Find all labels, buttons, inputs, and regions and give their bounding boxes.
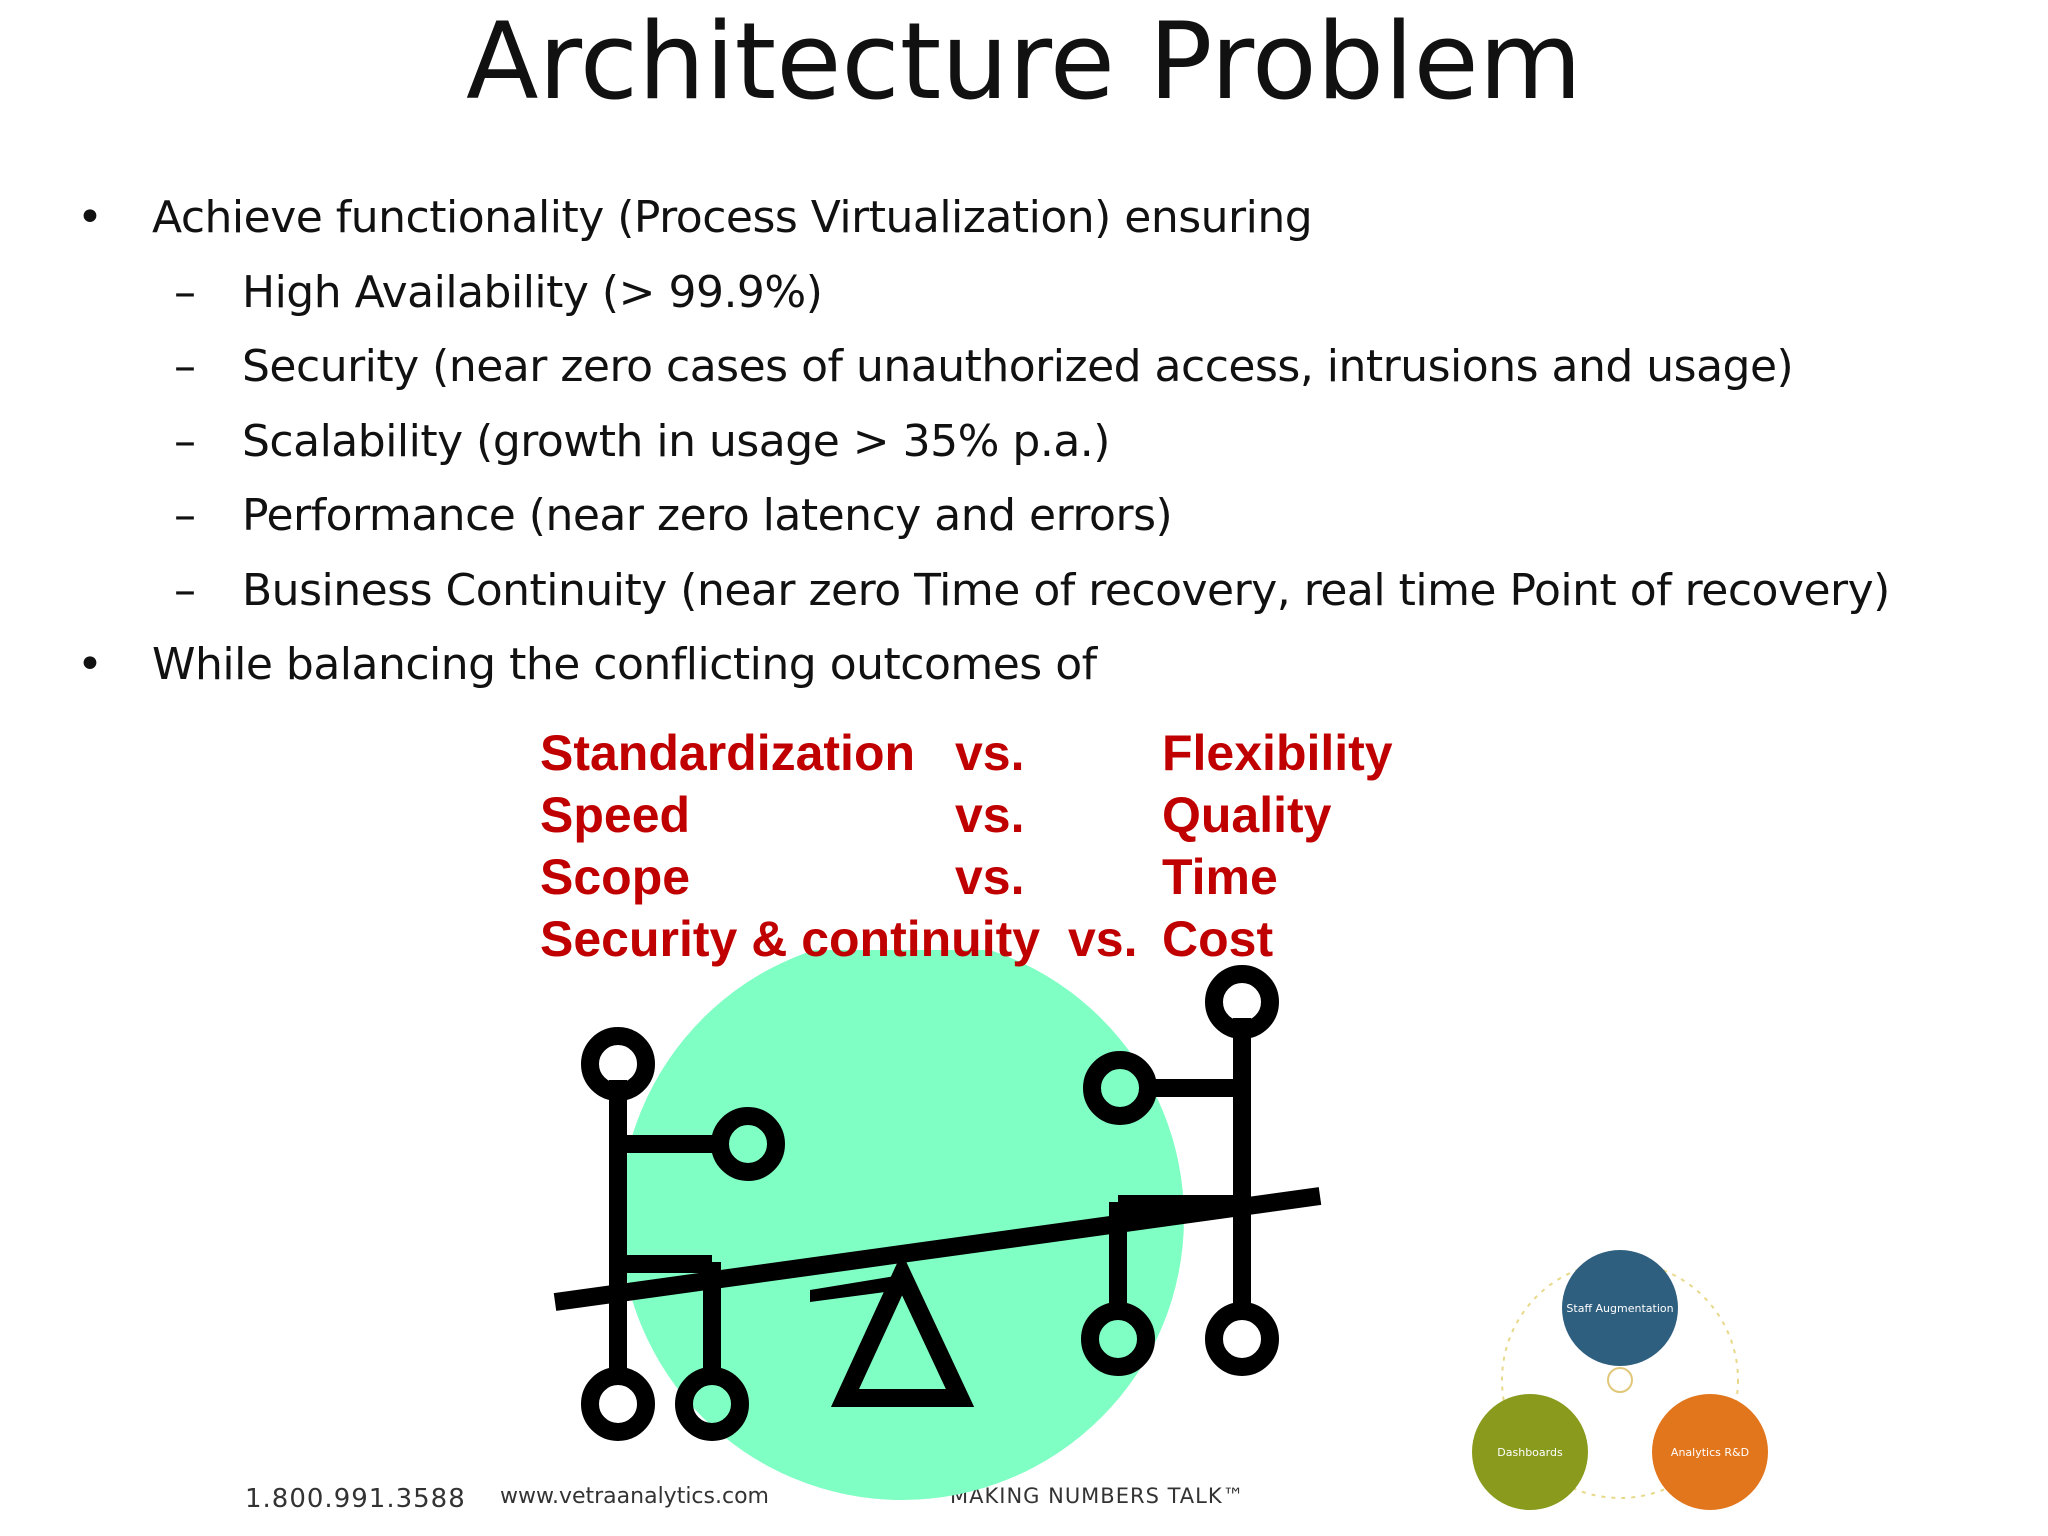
logo-node-circle bbox=[1562, 1250, 1678, 1366]
footer-tagline: MAKING NUMBERS TALK™ bbox=[950, 1484, 1245, 1508]
tradeoff-right: Quality bbox=[1162, 787, 1332, 843]
bullet-marker: – bbox=[174, 490, 196, 541]
tradeoff-vs: vs. bbox=[955, 787, 1025, 843]
bullet-marker: – bbox=[174, 341, 196, 392]
seesaw-balance-icon bbox=[553, 950, 1322, 1500]
slide-title: Architecture Problem bbox=[465, 0, 1582, 123]
tradeoff-right: Time bbox=[1162, 849, 1278, 905]
node-right-branch bbox=[1083, 1051, 1157, 1125]
tradeoff-vs: vs. bbox=[955, 725, 1025, 781]
logo-node: Staff Augmentation bbox=[1562, 1250, 1678, 1366]
logo-node: Dashboards bbox=[1472, 1394, 1588, 1510]
bullet-marker: – bbox=[174, 415, 196, 467]
right-base-block bbox=[1118, 1196, 1242, 1226]
logo-node-label: Staff Augmentation bbox=[1566, 1302, 1673, 1315]
bullet-text: Security (near zero cases of unauthorize… bbox=[242, 341, 1794, 392]
logo-node-label: Analytics R&D bbox=[1671, 1446, 1749, 1459]
bullet-text: High Availability (> 99.9%) bbox=[242, 266, 823, 318]
node-left-bottom-b bbox=[675, 1367, 749, 1441]
footer-phone: 1.800.991.3588 bbox=[245, 1484, 466, 1514]
node-left-bottom-a bbox=[581, 1367, 655, 1441]
bullet-text: Performance (near zero latency and error… bbox=[242, 490, 1173, 541]
node-left-top bbox=[581, 1027, 655, 1101]
tradeoff-left: Speed bbox=[540, 787, 691, 843]
logo-node-label: Dashboards bbox=[1497, 1446, 1563, 1459]
footer-website[interactable]: www.vetraanalytics.com bbox=[500, 1484, 769, 1509]
bullet-marker: • bbox=[77, 639, 103, 690]
bullet-marker: • bbox=[77, 192, 103, 243]
tradeoff-left: Standardization bbox=[540, 725, 916, 781]
bullet-text: Scalability (growth in usage > 35% p.a.) bbox=[242, 415, 1110, 467]
sub-bullet-item: –Performance (near zero latency and erro… bbox=[174, 488, 1173, 544]
logo-node-circle bbox=[1652, 1394, 1768, 1510]
node-right-bottom-b bbox=[1205, 1302, 1279, 1376]
bullet-text: While balancing the conflicting outcomes… bbox=[152, 639, 1097, 690]
tradeoff-right: Flexibility bbox=[1162, 725, 1393, 781]
tradeoff-vs: vs. bbox=[1068, 911, 1138, 967]
logo-node-circle bbox=[1472, 1394, 1588, 1510]
sub-bullet-item: –High Availability (> 99.9%) bbox=[174, 265, 823, 321]
sub-bullet-item: –Scalability (growth in usage > 35% p.a.… bbox=[174, 414, 1110, 470]
tradeoff-left: Scope bbox=[540, 849, 691, 905]
bullet-text: Business Continuity (near zero Time of r… bbox=[242, 564, 1890, 616]
node-right-top bbox=[1205, 965, 1279, 1039]
left-base-block bbox=[810, 1276, 900, 1302]
bullet-marker: – bbox=[174, 266, 196, 318]
seesaw-fulcrum bbox=[830, 1252, 975, 1407]
sub-bullet-item: –Business Continuity (near zero Time of … bbox=[174, 563, 1890, 619]
tradeoff-vs: vs. bbox=[955, 849, 1025, 905]
bullet-marker: – bbox=[174, 564, 196, 616]
bullet-item: • Achieve functionality (Process Virtuali… bbox=[77, 190, 1313, 246]
logo-center-icon bbox=[1607, 1367, 1633, 1393]
bullet-text: Achieve functionality (Process Virtualiz… bbox=[152, 192, 1313, 243]
tradeoff-left: Security & continuity bbox=[540, 911, 1041, 967]
bullet-item: • While balancing the conflicting outcome… bbox=[77, 637, 1097, 693]
node-left-branch bbox=[711, 1107, 785, 1181]
seesaw-background-circle bbox=[620, 950, 1184, 1500]
logo-orbit bbox=[1501, 1261, 1739, 1499]
node-right-bottom-a bbox=[1081, 1302, 1155, 1376]
sub-bullet-item: –Security (near zero cases of unauthoriz… bbox=[174, 339, 1794, 395]
tradeoff-right: Cost bbox=[1162, 911, 1274, 967]
logo-node: Analytics R&D bbox=[1652, 1394, 1768, 1510]
